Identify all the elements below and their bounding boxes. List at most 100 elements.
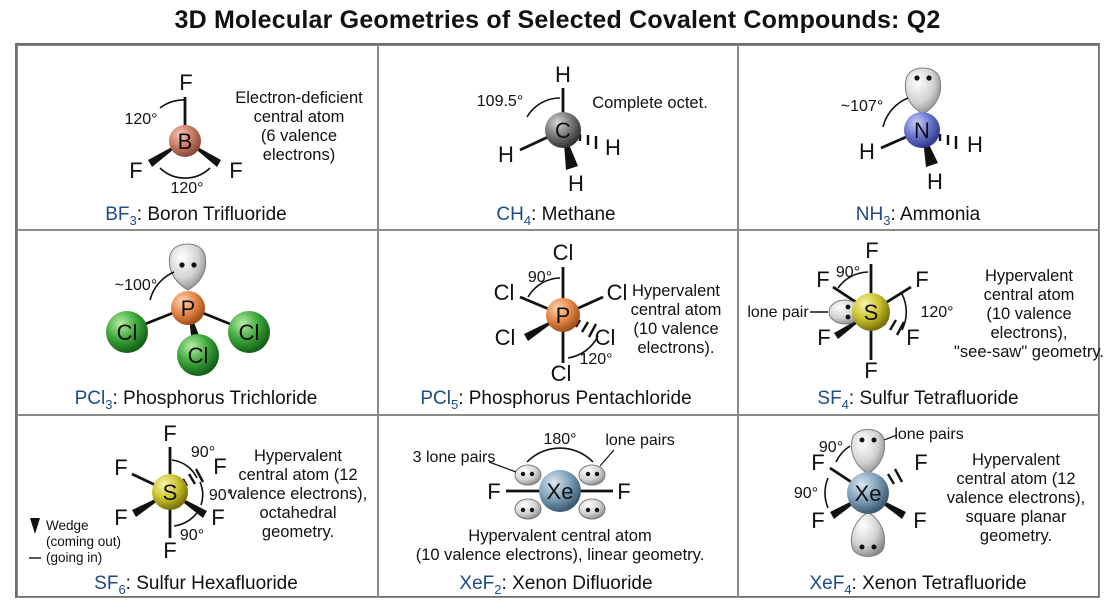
- sf4-atom-upper-right: F: [915, 267, 928, 292]
- pcl3-angle-arc: [149, 271, 175, 301]
- sf6-caption: SF6: Sulfur Hexafluoride: [94, 573, 298, 597]
- xef4-angle-arc-upper: [835, 445, 851, 463]
- ch4-angle: 109.5°: [477, 93, 523, 110]
- pcl3-central-label: P: [181, 296, 196, 321]
- pcl3-angle: ~100°: [115, 277, 157, 294]
- xef2-lone-pair-label-left: 3 lone pairs: [413, 449, 496, 466]
- xef4-caption: XeF4: Xenon Tetrafluoride: [809, 573, 1026, 597]
- ch4-formula-sub: 4: [524, 213, 531, 228]
- cell-sf6: [17, 414, 379, 598]
- nh3-formula-sub: 3: [883, 213, 890, 228]
- nh3-lone-pair-dot: [914, 75, 920, 81]
- bf3-atom-right: F: [229, 158, 242, 183]
- xef2-lone-pair-lobe: [578, 498, 606, 520]
- bf3-note-line-4: electrons): [263, 146, 335, 164]
- sf4-note-line-4: electrons),: [990, 324, 1067, 342]
- page-title: 3D Molecular Geometries of Selected Cova…: [174, 6, 941, 34]
- nh3-atom-bottom: H: [927, 169, 943, 194]
- xef2-lone-pair-lobe: [578, 464, 606, 486]
- pcl5-central-atom: [546, 298, 580, 332]
- xef4-diagram: Xe 90° 90° lone pairs F F F F Hypervalen…: [794, 426, 1085, 597]
- xef2-lone-pair-label-right: lone pairs: [605, 432, 674, 449]
- sf6-legend-coming-out: (coming out): [46, 534, 121, 549]
- xef2-lone-pair-lobe: [514, 498, 542, 520]
- cell-xef2: [377, 414, 739, 598]
- sf6-angle-bottom: 90°: [180, 527, 204, 544]
- bf3-central-atom: [169, 125, 201, 157]
- xef2-central-label: Xe: [547, 479, 574, 504]
- xef4-note: Hypervalent central atom (12 valence ele…: [947, 451, 1086, 545]
- xef4-note-line-2: central atom (12: [956, 470, 1075, 488]
- pcl5-note-line-4: electrons).: [637, 339, 714, 357]
- xef4-atom-upper-right: F: [914, 450, 927, 475]
- pcl3-diagram: P Cl Cl Cl ~100° PCl3: Phosphorus Trichl…: [75, 243, 317, 412]
- ch4-atom-right: H: [605, 135, 621, 160]
- sf4-lone-pair-dot: [845, 314, 851, 320]
- xef4-lone-pair-dots: [859, 437, 877, 550]
- sf4-note-line-3: (10 valence: [986, 305, 1071, 323]
- ch4-note-line-1: Complete octet.: [592, 94, 708, 112]
- xef4-note-line-4: square planar: [966, 508, 1067, 526]
- sf4-lone-pair-label: lone pair: [747, 304, 809, 321]
- pcl3-cl-right: [228, 311, 270, 353]
- bf3-note-line-3: (6 valence: [261, 127, 337, 145]
- sf6-angle-right: 90°: [209, 487, 233, 504]
- pcl5-formula: PCl: [420, 388, 451, 409]
- bf3-atom-left: F: [129, 158, 142, 183]
- sf4-lone-pair-dot: [845, 304, 851, 310]
- pcl3-lone-pair-dot: [179, 262, 185, 268]
- sf6-atom-lower-left: F: [114, 505, 127, 530]
- sf4-atom-upper-left: F: [816, 267, 829, 292]
- sf4-central-atom: [852, 293, 890, 331]
- xef2-atom-right: F: [617, 479, 630, 504]
- nh3-atom-right: H: [967, 132, 983, 157]
- bf3-note-line-2: central atom: [254, 108, 345, 126]
- ch4-central-atom: [545, 112, 581, 148]
- sf4-angle-upper: 90°: [836, 264, 860, 281]
- pcl5-note-line-3: (10 valence: [633, 320, 718, 338]
- xef4-formula-sub: 4: [844, 582, 851, 597]
- xef4-angle-arc-left: [824, 477, 829, 509]
- sf4-atom-lower-left: F: [817, 325, 830, 350]
- bf3-diagram: B F F F 120° 120° Electron-deficient cen…: [105, 70, 363, 228]
- pcl3-atom-bottom: Cl: [188, 343, 209, 368]
- sf6-angle-top: 90°: [191, 444, 215, 461]
- ch4-diagram: C H H H H 109.5° Complete octet. CH4: Me…: [477, 62, 708, 228]
- sf6-formula: SF: [94, 573, 118, 594]
- xef4-central-atom: [847, 472, 889, 514]
- ch4-atom-left: H: [498, 142, 514, 167]
- pcl5-angle-lower: 120°: [579, 351, 612, 368]
- ch4-angle-arc: [526, 97, 561, 118]
- sf4-note-line-1: Hypervalent: [985, 267, 1073, 285]
- wedge-legend-icon: [30, 518, 40, 534]
- pcl3-formula: PCl: [75, 388, 106, 409]
- pcl5-atom-lower-left: Cl: [495, 325, 516, 350]
- sf6-atom-bottom: F: [163, 538, 176, 563]
- pcl5-central-label: P: [556, 303, 571, 328]
- xef2-diagram: Xe 180° F F 3 lone pairs lone pairs Hype…: [413, 431, 705, 597]
- sf6-central-label: S: [163, 480, 178, 505]
- bf3-formula-sub: 3: [130, 213, 137, 228]
- pcl5-atom-bottom: Cl: [551, 361, 572, 386]
- nh3-lone-pair-lobe: [904, 67, 942, 115]
- xef4-angle-left: 90°: [794, 485, 818, 502]
- sf6-note: Hypervalent central atom (12 valence ele…: [229, 447, 368, 541]
- xef4-lone-pair-lobe-bottom: [850, 511, 886, 557]
- xef4-angle-upper: 90°: [819, 439, 843, 456]
- xef4-atom-lower-right: F: [913, 508, 926, 533]
- xef2-note-line-1: Hypervalent central atom: [468, 527, 651, 545]
- nh3-formula: NH: [856, 204, 883, 225]
- sf4-atom-top: F: [865, 238, 878, 263]
- sf6-central-atom: [152, 474, 188, 510]
- nh3-diagram: N H H H ~107° NH3: Ammonia: [841, 67, 983, 228]
- xef2-lone-pair-dots: [520, 471, 600, 513]
- sf6-note-line-1: Hypervalent: [254, 447, 342, 465]
- ch4-atom-bottom: H: [568, 171, 584, 196]
- pcl3-name: : Phosphorus Trichloride: [112, 388, 317, 409]
- nh3-angle-arc: [882, 97, 909, 128]
- sf4-note-line-5: "see-saw" geometry.: [954, 343, 1104, 361]
- sf6-diagram: S F F F F F F 90° 90° 90° Wedge (coming …: [29, 421, 367, 597]
- xef4-central-label: Xe: [855, 481, 882, 506]
- pcl5-atom-left: Cl: [494, 280, 515, 305]
- sf6-legend: Wedge (coming out) (going in): [29, 518, 121, 565]
